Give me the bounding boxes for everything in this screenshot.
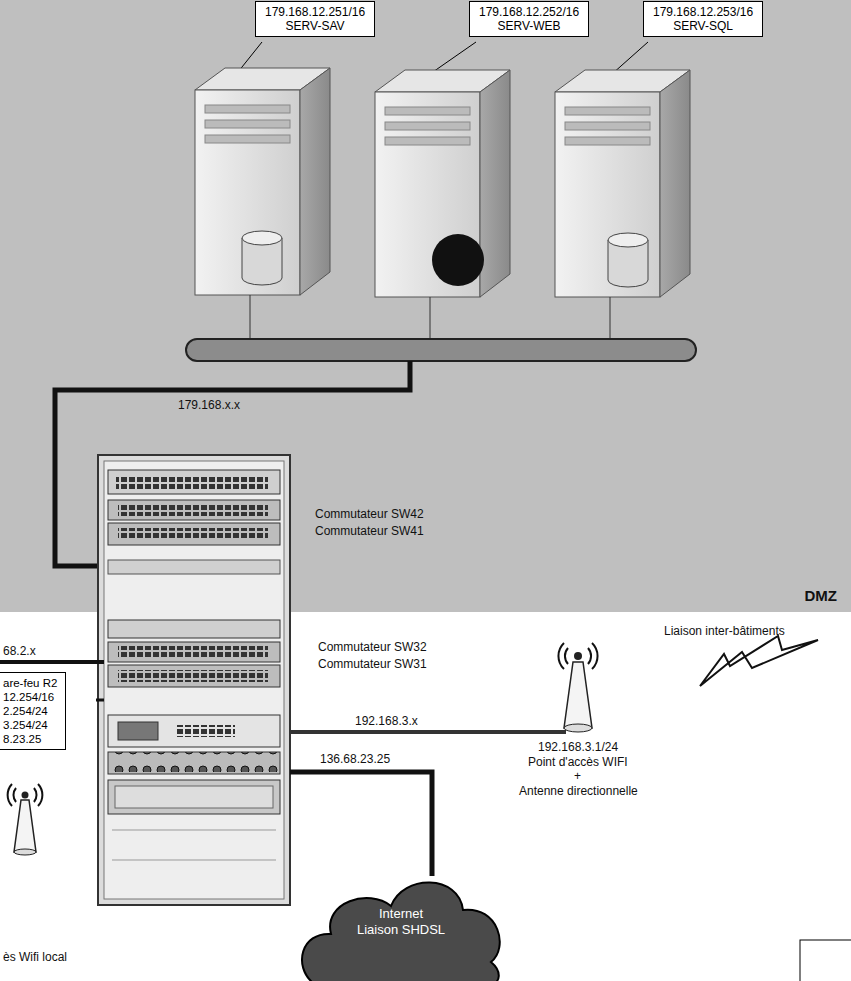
network-label: 192.168.3.1/24	[538, 740, 618, 754]
server-text: 179.168.12.252/16	[479, 5, 579, 19]
network-label: 179.168.x.x	[178, 398, 240, 412]
antenna-icon	[558, 643, 597, 732]
address-line: 3.254/24	[3, 718, 57, 732]
network-label: Commutateur SW32	[318, 640, 427, 654]
address-line: 8.23.25	[3, 732, 57, 746]
server-label: 179.168.12.252/16SERV-WEB	[469, 1, 589, 37]
address-line: 2.254/24	[3, 704, 57, 718]
network-label: Commutateur SW42	[315, 507, 424, 521]
cloud-label: Liaison SHDSL	[295, 922, 507, 938]
cloud-label: Internet	[295, 906, 507, 922]
server-text: SERV-SAV	[265, 19, 365, 33]
network-label: Liaison inter-bâtiments	[664, 624, 785, 638]
network-label: 192.168.3.x	[355, 714, 418, 728]
internet-cloud: InternetLiaison SHDSL	[295, 862, 507, 981]
server-icon	[375, 70, 510, 297]
dmz-zone: DMZ179.168.12.251/16SERV-SAV179.168.12.2…	[0, 0, 851, 612]
server-text: SERV-SQL	[653, 19, 753, 33]
address-line: are-feu R2	[3, 676, 57, 690]
rack	[98, 455, 290, 905]
cloud-text: InternetLiaison SHDSL	[295, 906, 507, 938]
antenna-icon	[8, 784, 43, 855]
network-label: +	[574, 769, 581, 783]
network-label: ès Wifi local	[3, 950, 67, 964]
zone-title: DMZ	[805, 587, 838, 604]
network-label: 68.2.x	[3, 644, 36, 658]
network-label: Antenne directionnelle	[519, 784, 638, 798]
server-label: 179.168.12.253/16SERV-SQL	[643, 1, 763, 37]
network-label: Point d'accès WIFI	[528, 755, 628, 769]
server-icon	[555, 70, 690, 297]
server-text: 179.168.12.253/16	[653, 5, 753, 19]
server-label: 179.168.12.251/16SERV-SAV	[255, 1, 375, 37]
server-text: 179.168.12.251/16	[265, 5, 365, 19]
network-label: 136.68.23.25	[320, 752, 390, 766]
address-line: 12.254/16	[3, 690, 57, 704]
cloud-shape	[295, 862, 507, 981]
server-icon	[195, 68, 330, 295]
network-label: Commutateur SW41	[315, 524, 424, 538]
network-label: Commutateur SW31	[318, 657, 427, 671]
server-text: SERV-WEB	[479, 19, 579, 33]
firewall-box: are-feu R212.254/162.254/243.254/248.23.…	[0, 672, 66, 750]
